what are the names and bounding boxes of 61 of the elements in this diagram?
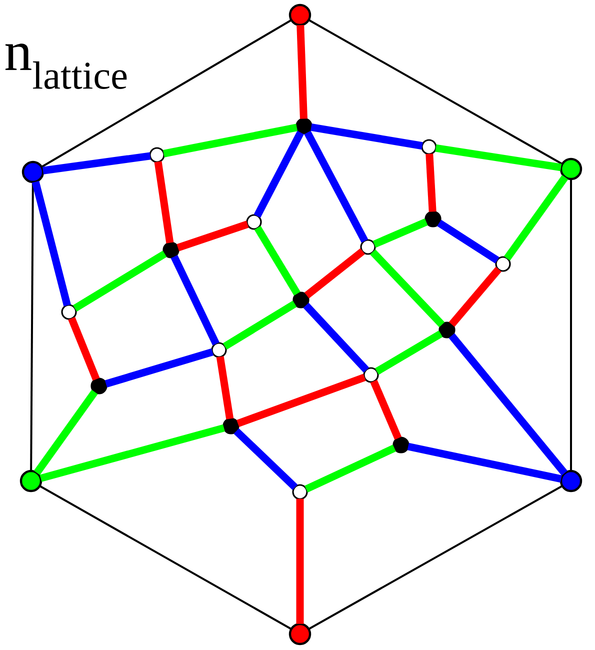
vertex-dot <box>61 304 77 320</box>
edge-line <box>162 124 298 158</box>
edge-line <box>42 152 151 174</box>
vertex-dot <box>288 4 312 26</box>
vertex-dot <box>560 470 582 492</box>
edge-line <box>68 316 100 381</box>
edge-line <box>104 348 214 388</box>
edge-line <box>222 300 297 350</box>
vertex-dot <box>360 239 376 255</box>
edge-line <box>304 248 365 298</box>
edge-line <box>370 380 402 440</box>
edge-line <box>435 144 562 172</box>
edge-line <box>372 218 428 248</box>
edge-line <box>437 220 500 264</box>
edge-line <box>176 220 249 252</box>
vertex-dot <box>438 322 456 338</box>
vertex-dot <box>162 242 180 258</box>
vertex-dot <box>22 160 44 184</box>
edge-line <box>448 333 568 476</box>
edge-line <box>34 390 98 475</box>
vertex-dot <box>288 622 312 646</box>
edge-line <box>308 485 563 630</box>
variable-label: n$_{lattice}$ <box>5 44 127 89</box>
edge-line <box>374 330 443 375</box>
edge-line <box>304 444 396 493</box>
edge-line <box>72 250 167 312</box>
edge-line <box>216 356 234 420</box>
vertex-dot <box>20 470 42 492</box>
edge-line <box>304 130 368 243</box>
edge-line <box>296 498 304 624</box>
edge-line <box>236 374 366 428</box>
edge-line <box>296 24 308 119</box>
edge-line <box>308 19 563 165</box>
edge-line <box>40 424 225 482</box>
edge-line <box>426 154 436 212</box>
edge-line <box>234 428 298 490</box>
edge-line <box>370 249 445 328</box>
edge-line <box>407 442 562 483</box>
vertex-dot <box>495 256 511 272</box>
vertex-dot <box>292 292 310 308</box>
edge-line <box>170 254 220 346</box>
edge-line <box>448 266 502 327</box>
vertex-dot <box>421 139 437 155</box>
edge-line <box>303 302 370 373</box>
edge-line <box>254 130 304 218</box>
edge-line <box>254 226 300 296</box>
edge-line <box>504 175 568 261</box>
edge-line <box>32 180 71 306</box>
vertex-dot <box>424 210 442 228</box>
vertex-dot <box>246 214 262 230</box>
edge-line <box>41 19 292 168</box>
vertex-dot <box>363 367 379 383</box>
edge-line <box>570 179 572 471</box>
edge-line <box>30 182 34 471</box>
vertex-dot <box>90 378 108 394</box>
edge-line <box>154 161 174 244</box>
edge-line <box>39 485 292 630</box>
vertex-dot <box>296 118 312 134</box>
vertex-dot <box>560 158 582 180</box>
vertex-dot <box>149 147 165 163</box>
edge-line <box>310 124 423 150</box>
